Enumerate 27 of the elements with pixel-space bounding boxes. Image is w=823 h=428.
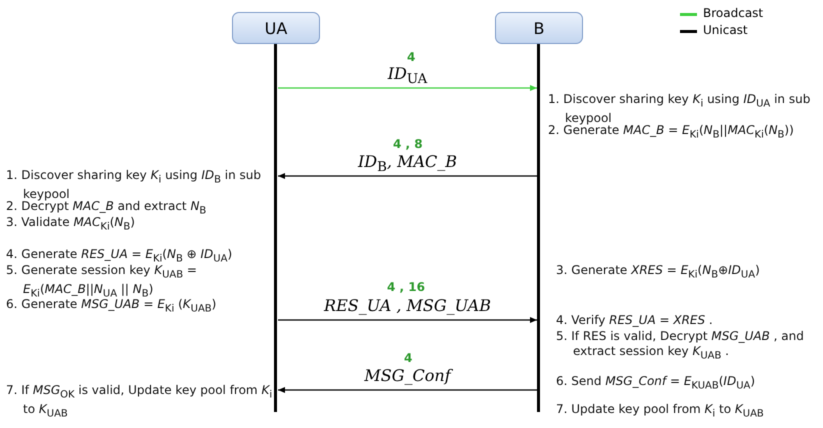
step-note: 6. Send MSG_Conf = E$_{KUAB}$(ID$_{UA}$)	[556, 374, 756, 394]
message-size: 4 , 8	[393, 137, 423, 151]
message-arrow	[278, 173, 537, 179]
step-note: 4. Verify RES_UA = XRES .	[556, 313, 714, 328]
step-note: 2. Generate MAC_B = E$_{Ki}$(N$_{B}$||MAC$_{Ki}$(N$_{B}$))	[548, 123, 795, 142]
legend-label: Unicast	[703, 23, 748, 37]
step-note: 3. Validate MAC$_{Ki}$(N$_{B}$)	[6, 215, 136, 234]
message-label: MSG_Conf	[361, 366, 454, 385]
step-note: 7. If MSG$_{OK}$ is valid, Update key pool from K$_{i}$ to K$_{UAB}$	[6, 383, 274, 422]
step-note: 7. Update key pool from K$_{i}$ to K$_{UAB}$	[556, 402, 765, 422]
step-note: 2. Decrypt MAC_B and extract N$_{B}$	[6, 199, 208, 216]
lifeline-header: B	[495, 12, 583, 44]
lifeline-header: UA	[232, 12, 320, 44]
step-note: 5. Generate session key K$_{UAB}$ = E$_{Ki}$(MAC_B||N$_{UA}$ || N$_{B}$)	[6, 263, 198, 300]
step-note: 1. Discover sharing key K$_{i}$ using ID$_{B}$ in sub keypool	[6, 168, 262, 202]
step-note: 6. Generate MSG_UAB = E$_{Ki}$ (K$_{UAB}$)	[6, 297, 218, 316]
step-note: 5. If RES is valid, Decrypt MSG_UAB , and extract session key K$_{UAB}$ .	[556, 329, 805, 364]
message-size: 4	[407, 50, 416, 64]
message-arrow	[278, 387, 537, 393]
message-arrow	[278, 317, 537, 323]
step-note: 1. Discover sharing key K$_{i}$ using ID$_{UA}$ in sub keypool	[548, 92, 812, 126]
legend-label: Broadcast	[703, 6, 764, 20]
message-size: 4 , 16	[387, 280, 425, 294]
message-arrow	[278, 85, 537, 91]
step-note: 3. Generate XRES = E$_{Ki}$(N$_{B}$⊕ID$_{UA}$)	[556, 263, 761, 282]
message-size: 4	[404, 351, 412, 365]
step-note: 4. Generate RES_UA = E$_{Ki}$(N$_{B}$ ⊕ ID$_{UA}$)	[6, 247, 234, 264]
